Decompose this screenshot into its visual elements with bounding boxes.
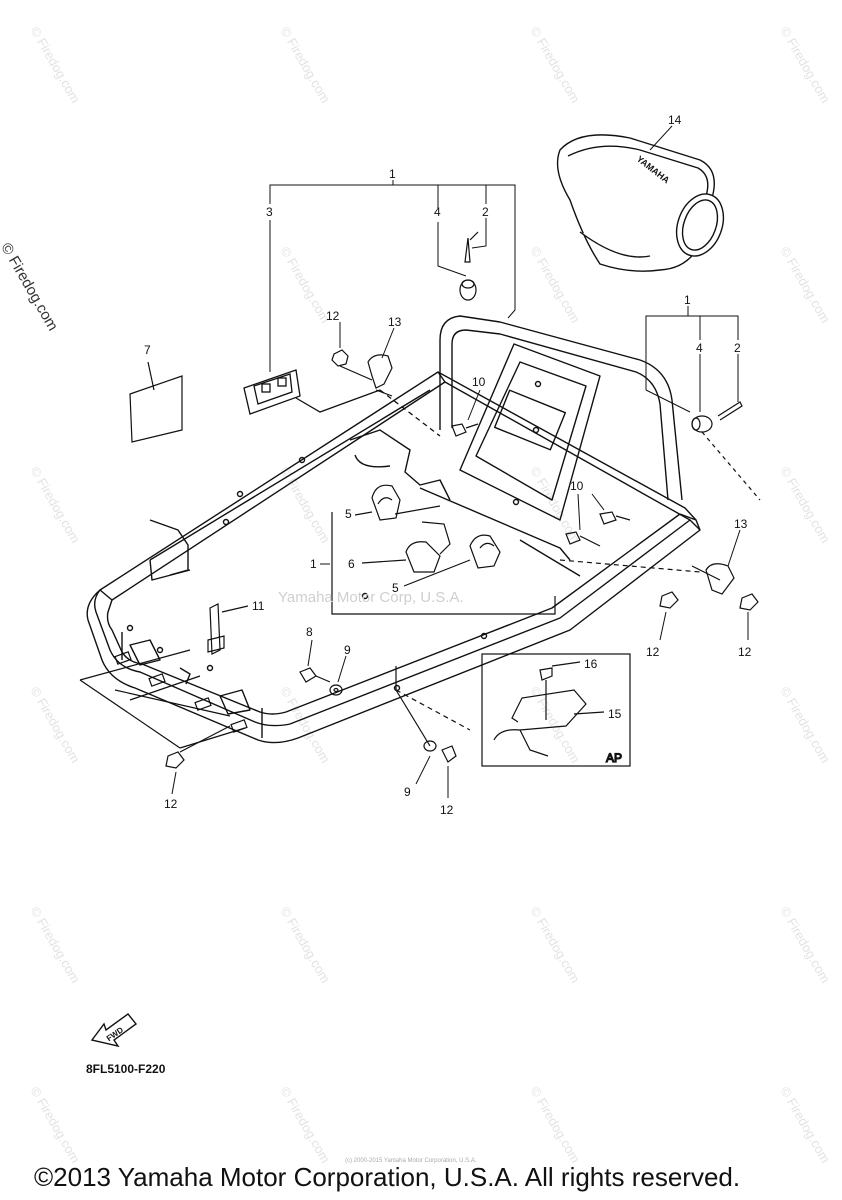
watermark-tile: © Firedog.com — [527, 1084, 583, 1166]
part-label-12d: 12 — [164, 797, 178, 811]
center-watermark: Yamaha Motor Corp, U.S.A. — [278, 589, 464, 606]
part-label-9b: 9 — [404, 785, 411, 799]
part-label-6: 6 — [348, 557, 355, 571]
label-sticker — [129, 361, 183, 443]
part-label-12b: 12 — [646, 645, 660, 659]
watermark-tile: © Firedog.com — [27, 1084, 83, 1166]
grommet-and-pin-top — [459, 231, 479, 301]
fwd-arrow-icon: FWD — [90, 1013, 138, 1048]
hardware-top-left — [331, 349, 393, 397]
watermark-tile: © Firedog.com — [277, 244, 333, 326]
callout-lines — [171, 125, 749, 798]
watermark-tile: © Firedog.com — [277, 1084, 333, 1166]
part-label-1c: 1 — [310, 557, 317, 571]
bracket-part-11 — [207, 603, 249, 655]
pad-part-3 — [243, 369, 441, 437]
inset-ap: AP — [481, 653, 631, 767]
watermark-tile: © Firedog.com — [27, 464, 83, 546]
nut-lower-left — [165, 725, 231, 769]
part-label-9a: 9 — [344, 643, 351, 657]
part-label-16: 16 — [584, 657, 598, 671]
bolt-washer-center — [299, 667, 343, 696]
watermark-tile: © Firedog.com — [27, 904, 83, 986]
watermark-tile: © Firedog.com — [277, 24, 333, 106]
part-label-5a: 5 — [345, 507, 352, 521]
helmet-cover: YAMAHA — [556, 134, 725, 272]
part-label-2b: 2 — [734, 341, 741, 355]
stud-bolts — [79, 649, 248, 749]
watermark-tile: © Firedog.com — [27, 24, 83, 106]
watermark-tile: © Firedog.com — [527, 464, 583, 546]
inset-label: AP — [606, 751, 622, 765]
bolts-part-10 — [451, 423, 631, 547]
part-label-10a: 10 — [472, 375, 486, 389]
part-label-12e: 12 — [440, 803, 454, 817]
part-label-13a: 13 — [388, 315, 402, 329]
clamps-part-5-6 — [331, 484, 556, 615]
watermark-tile: © Firedog.com — [777, 464, 833, 546]
part-labels: 1 3 4 2 14 1 4 2 7 12 13 10 10 13 5 1 6 … — [144, 113, 752, 817]
watermark-tile: © Firedog.com — [777, 904, 833, 986]
part-label-3: 3 — [266, 205, 273, 219]
cradle-frame — [86, 315, 701, 744]
part-label-11: 11 — [252, 599, 265, 613]
grommet-and-pin-right — [691, 401, 761, 501]
watermark-tile: © Firedog.com — [27, 684, 83, 766]
watermark-tile: © Firedog.com — [527, 24, 583, 106]
part-label-12c: 12 — [738, 645, 752, 659]
copyright-notice: ©2013 Yamaha Motor Corporation, U.S.A. A… — [34, 1162, 741, 1192]
part-label-4b: 4 — [696, 341, 703, 355]
watermark-tile: © Firedog.com — [527, 904, 583, 986]
part-label-5b: 5 — [392, 581, 399, 595]
part-label-14: 14 — [668, 113, 682, 127]
part-label-10b: 10 — [570, 479, 584, 493]
watermark-tile: © Firedog.com — [277, 904, 333, 986]
tiny-notice: (c) 2000-2015 Yamaha Motor Corporation, … — [345, 1158, 477, 1164]
part-label-15: 15 — [608, 707, 622, 721]
part-label-4: 4 — [434, 205, 441, 219]
watermark-tile: © Firedog.com — [277, 464, 333, 546]
watermark-tile: © Firedog.com — [777, 24, 833, 106]
watermark-tile: © Firedog.com — [777, 1084, 833, 1166]
diagram-code: 8FL5100-F220 — [86, 1062, 166, 1076]
part-label-12a: 12 — [326, 309, 340, 323]
watermark-tile: © Firedog.com — [777, 244, 833, 326]
bottom-washer-nut — [395, 666, 471, 763]
part-label-7: 7 — [144, 343, 151, 357]
part-label-2: 2 — [482, 205, 489, 219]
watermark-tile: © Firedog.com — [777, 684, 833, 766]
watermark-tile: © Firedog.com — [527, 244, 583, 326]
part-label-1: 1 — [389, 167, 396, 181]
part-label-1b: 1 — [684, 293, 691, 307]
part-label-13b: 13 — [734, 517, 748, 531]
part-label-8: 8 — [306, 625, 313, 639]
hardware-right — [559, 559, 759, 611]
